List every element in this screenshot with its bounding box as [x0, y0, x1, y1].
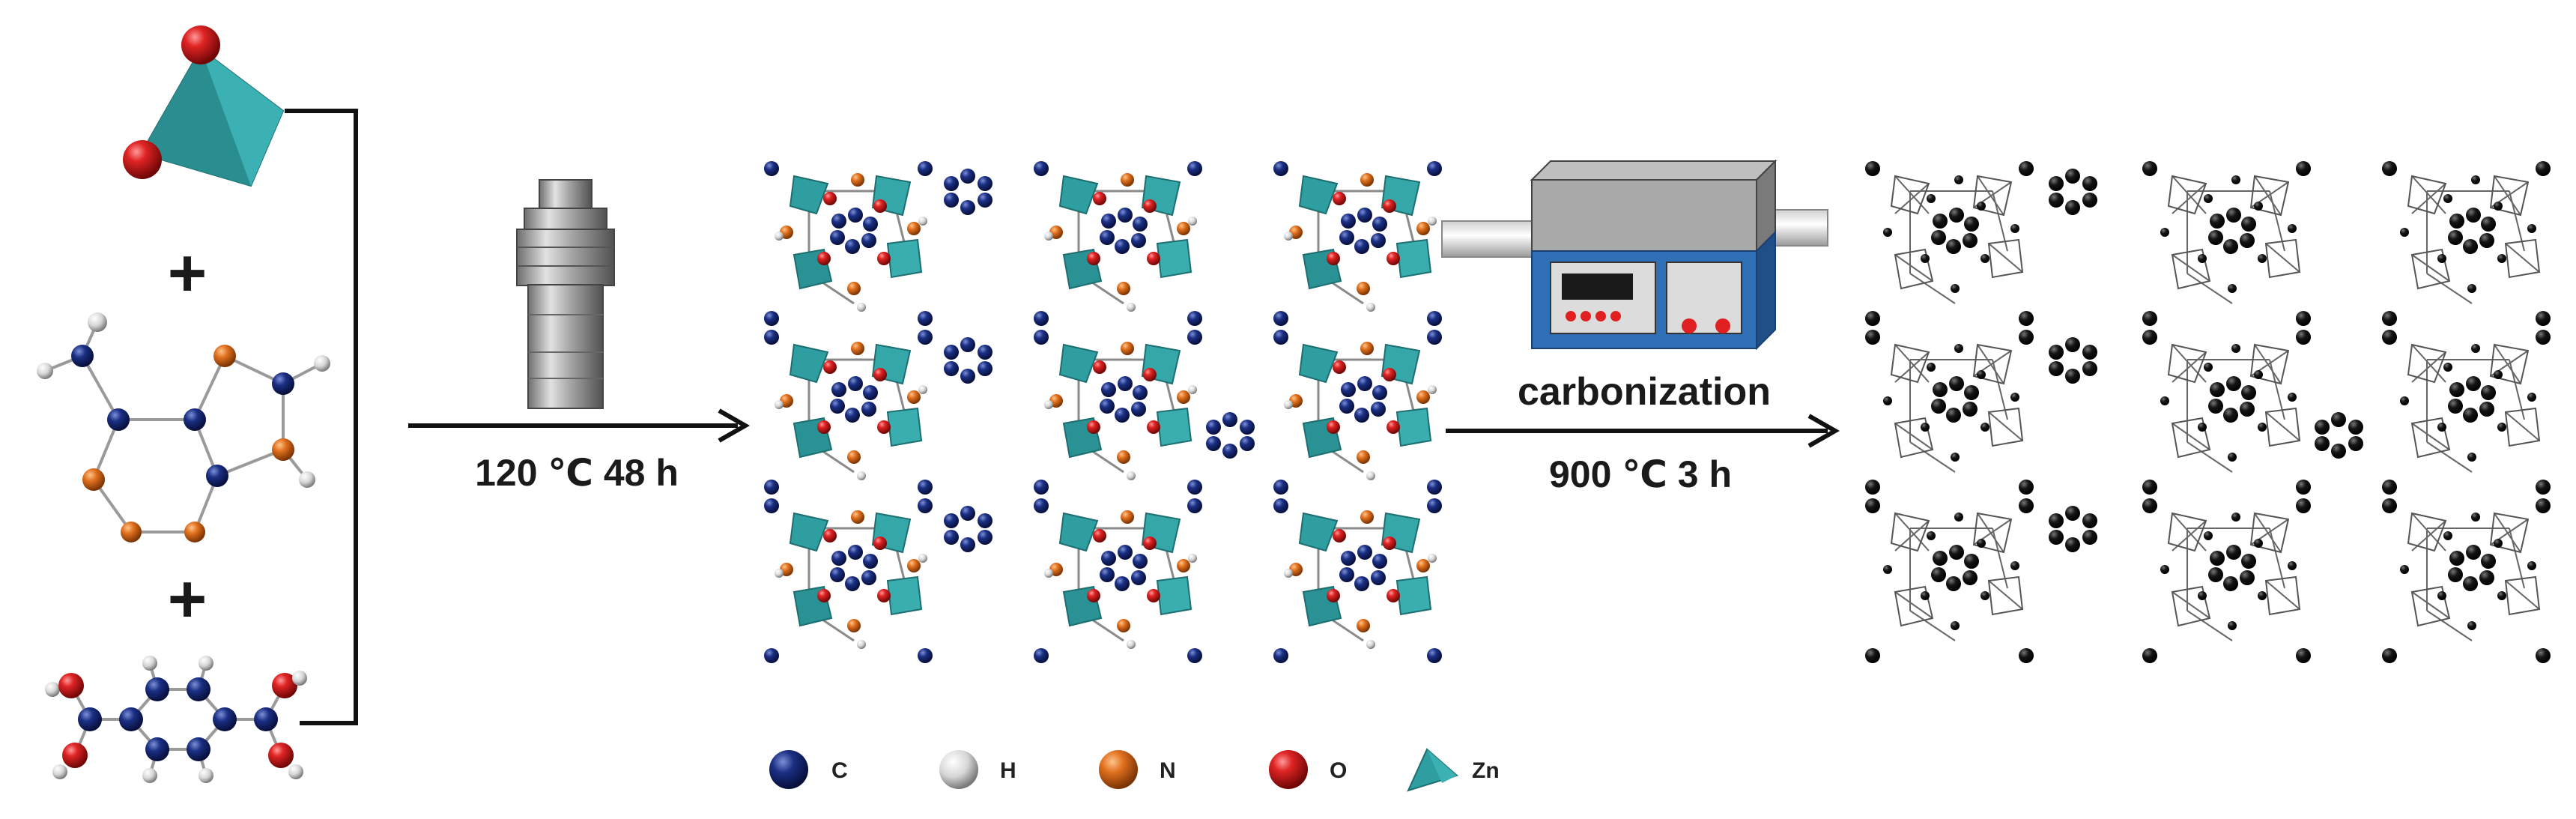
zinc-tetrahedron-icon: [1407, 748, 1459, 792]
legend-label-zn: Zn: [1472, 758, 1500, 783]
reactant-bracket: [285, 109, 358, 725]
zn-precursor: [123, 25, 285, 187]
step2-title: carbonization: [1518, 370, 1771, 414]
carbon-sphere-icon: [769, 750, 808, 789]
step2-condition: 900 ℃ 3 h: [1549, 453, 1732, 495]
plus-sign-2: +: [168, 562, 207, 637]
legend-item-o: O: [1269, 750, 1347, 789]
terephthalic-acid-molecule: [45, 656, 307, 783]
legend-item-n: N: [1099, 750, 1176, 789]
tube-furnace-icon: [1441, 159, 1828, 351]
mof-framework: [764, 161, 1442, 663]
nitrogen-sphere-icon: [1099, 750, 1138, 789]
legend-item-c: C: [769, 750, 848, 789]
step1-condition: 120 ℃ 48 h: [475, 452, 679, 494]
legend-item-h: H: [939, 750, 1016, 789]
legend-label-c: C: [831, 758, 848, 783]
hydrogen-sphere-icon: [939, 750, 978, 789]
carbonized-framework: [1865, 161, 2551, 663]
step1-arrow: [408, 408, 751, 443]
legend-label-o: O: [1330, 758, 1347, 783]
autoclave-icon: [516, 179, 615, 409]
legend-label-n: N: [1160, 758, 1176, 783]
oxygen-sphere-icon: [1269, 750, 1308, 789]
legend-label-h: H: [1000, 758, 1016, 783]
legend-item-zn: Zn: [1407, 748, 1500, 792]
aminotriazole-molecule: [37, 312, 330, 543]
plus-sign-1: +: [168, 236, 207, 311]
step2-arrow: [1446, 414, 1840, 448]
element-legend: C H N O Zn: [769, 748, 1500, 792]
